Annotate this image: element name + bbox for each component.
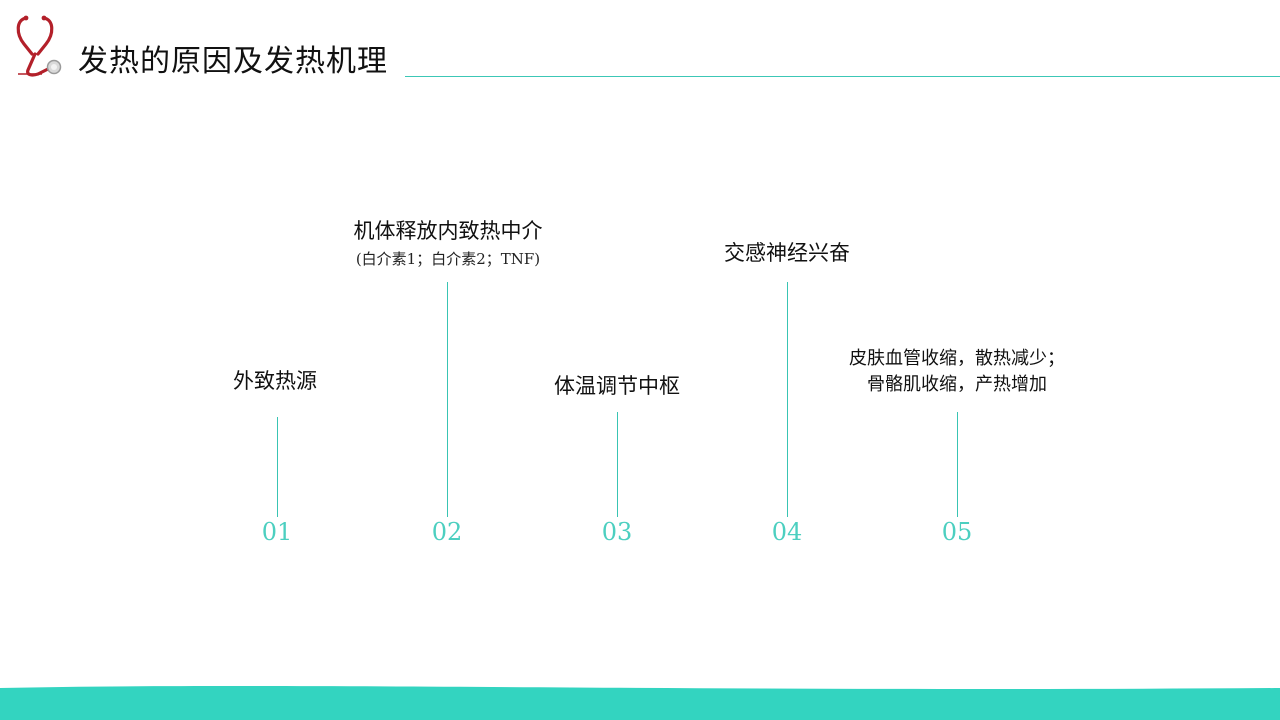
title-divider — [405, 76, 1280, 77]
step-2-connector — [447, 282, 448, 517]
step-3-number: 03 — [601, 518, 633, 546]
stethoscope-icon — [16, 15, 62, 77]
step-4-label: 交感神经兴奋 — [724, 241, 850, 265]
step-5-description-line-1: 皮肤血管收缩，散热减少； — [849, 348, 1065, 369]
slide-title: 发热的原因及发热机理 — [78, 44, 388, 79]
step-4-number: 04 — [771, 518, 803, 546]
step-1-label: 外致热源 — [233, 369, 317, 393]
step-5-connector — [957, 412, 958, 517]
step-5-description-line-2: 骨骼肌收缩，产热增加 — [867, 374, 1047, 395]
step-1-number: 01 — [261, 518, 293, 546]
step-2-sublabel: (白介素1；白介素2；TNF) — [355, 250, 541, 268]
step-2-number: 02 — [431, 518, 463, 546]
step-3-label: 体温调节中枢 — [554, 374, 680, 398]
step-1-connector — [277, 417, 278, 517]
step-3-connector — [617, 412, 618, 517]
step-2-label: 机体释放内致热中介 — [353, 219, 543, 243]
step-5-number: 05 — [941, 518, 973, 546]
step-5-description: 皮肤血管收缩，散热减少； 骨骼肌收缩，产热增加 — [797, 346, 1117, 398]
step-4-connector — [787, 282, 788, 517]
footer-wave — [0, 686, 1280, 720]
